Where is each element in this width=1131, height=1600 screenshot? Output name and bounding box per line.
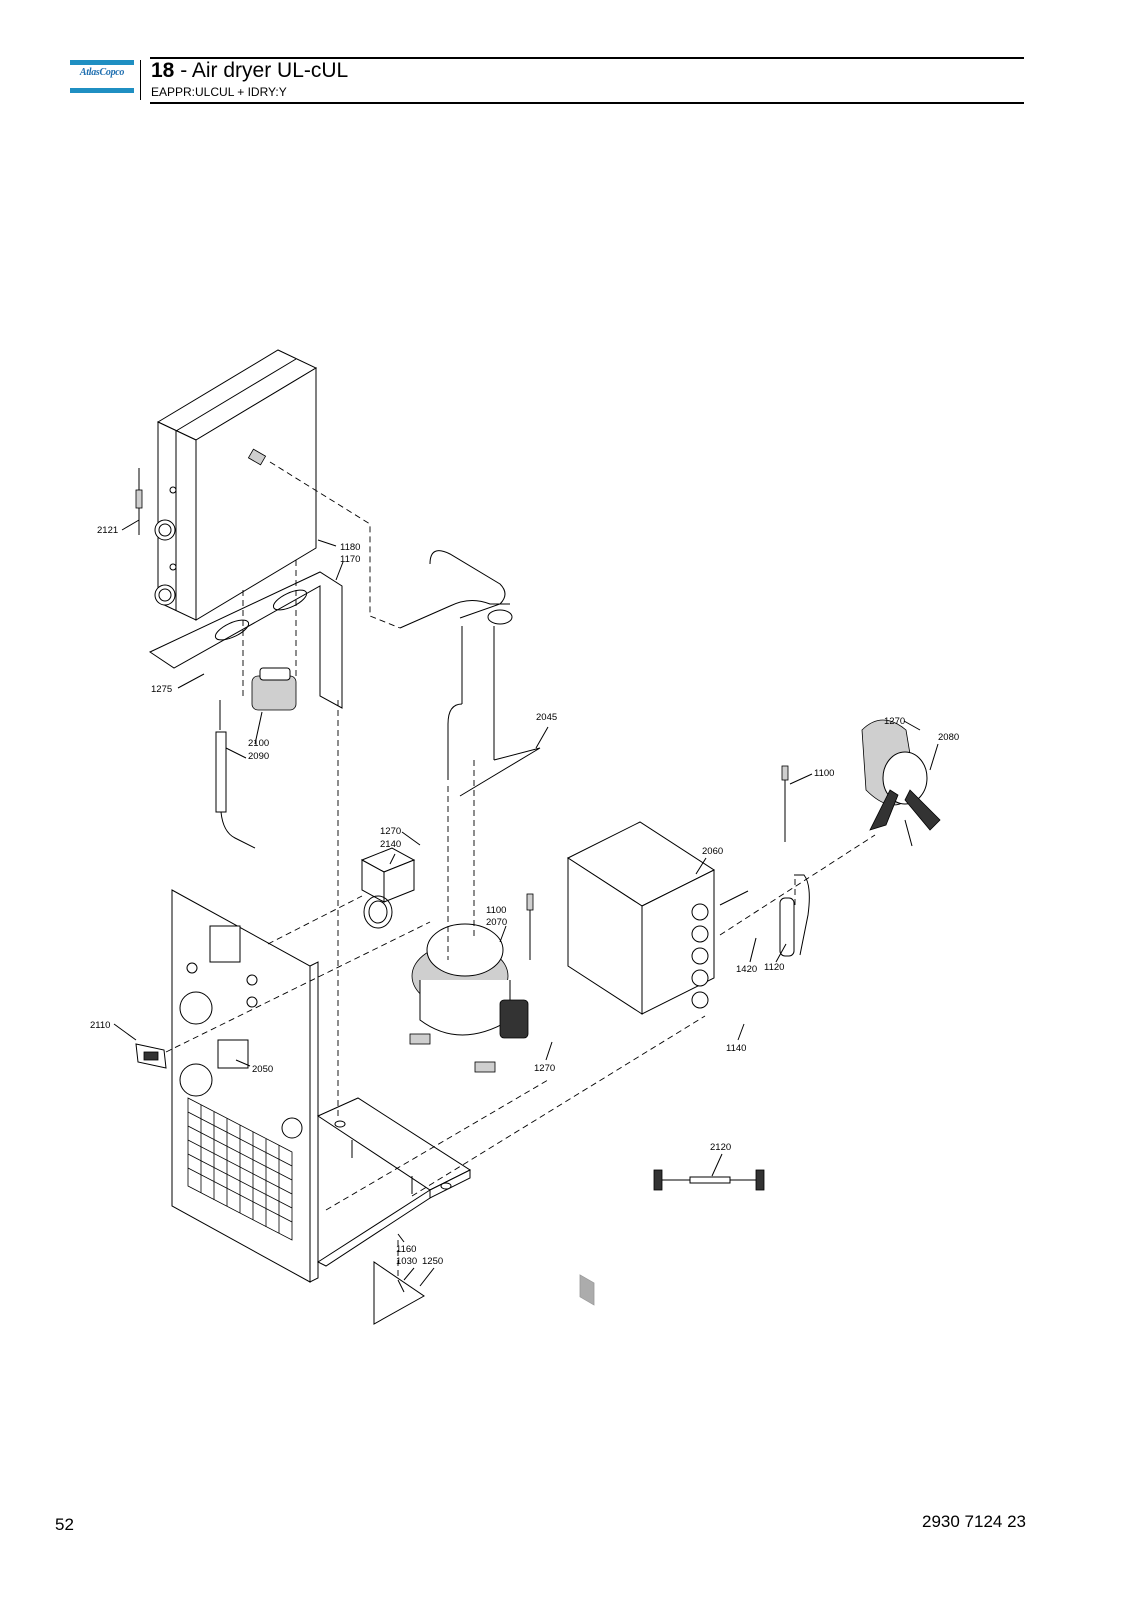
document-number: 2930 7124 23 — [922, 1512, 1026, 1531]
sensor-2121 — [135, 468, 143, 535]
callout-1270-compressor: 1270 — [534, 1063, 555, 1074]
callout-2110: 2110 — [90, 1020, 110, 1031]
callout-2140: 2140 — [380, 839, 401, 850]
header-divider — [140, 60, 141, 100]
page-title: 18 - Air dryer UL-cUL — [151, 59, 348, 83]
callout-2080: 2080 — [938, 732, 959, 743]
header-top-rule — [150, 57, 1024, 59]
callout-2090: 2090 — [248, 751, 269, 762]
callout-1100-drier: 1100 — [814, 768, 834, 779]
section-number: 18 — [151, 59, 175, 82]
logo-bottom-bar — [70, 88, 134, 93]
callout-2121: 2121 — [97, 525, 118, 536]
header-bottom-rule — [150, 102, 1024, 104]
fan-2080 — [861, 719, 941, 847]
callout-1420: 1420 — [736, 964, 757, 975]
callout-1250: 1250 — [422, 1256, 443, 1267]
section-title: - Air dryer UL-cUL — [174, 59, 349, 82]
callout-1270-box: 1270 — [380, 826, 401, 837]
callout-1170: 1170 — [340, 554, 360, 565]
leader-lines — [113, 519, 939, 1287]
mounting-bracket — [148, 571, 343, 709]
callout-1180: 1180 — [340, 542, 360, 553]
callout-1120: 1120 — [764, 962, 784, 973]
electrical-box-2140 — [360, 847, 416, 929]
callout-2060: 2060 — [702, 846, 723, 857]
callout-2045: 2045 — [536, 712, 557, 723]
switch-2110 — [135, 1043, 167, 1069]
plate-1160 — [373, 1261, 425, 1325]
heat-exchanger — [154, 349, 318, 621]
atlas-copco-logo: AtlasCopco — [70, 60, 134, 94]
front-panel — [171, 889, 319, 1283]
logo-text: AtlasCopco — [79, 67, 125, 78]
receiver-1120 — [779, 874, 810, 957]
callout-2120: 2120 — [710, 1142, 731, 1153]
callout-1275: 1275 — [151, 684, 172, 695]
piping-2045 — [399, 550, 541, 797]
callout-1140: 1140 — [726, 1043, 746, 1054]
callout-labels: 2121 1180 1170 1275 2100 2090 2045 1270 … — [90, 525, 959, 1267]
assembly-lines — [165, 461, 876, 1278]
compressor-2070 — [409, 893, 534, 1073]
harness-2120 — [653, 1169, 765, 1191]
callout-1160: 1160 — [396, 1244, 416, 1255]
filter-drier-1100 — [781, 765, 789, 842]
callout-1030: 1030 — [396, 1256, 417, 1267]
valve-2100 — [215, 667, 297, 849]
page-number: 52 — [55, 1515, 74, 1534]
callout-2070: 2070 — [486, 917, 507, 928]
base-frame — [316, 1097, 472, 1267]
callout-2100: 2100 — [248, 738, 269, 749]
callout-2050: 2050 — [252, 1064, 273, 1075]
callout-1270-fan: 1270 — [884, 716, 905, 727]
callout-1100-compressor: 1100 — [486, 905, 506, 916]
condenser-2060 — [566, 821, 749, 1306]
page-subtitle: EAPPR:ULCUL + IDRY:Y — [151, 85, 287, 99]
logo-top-bar — [70, 60, 134, 65]
